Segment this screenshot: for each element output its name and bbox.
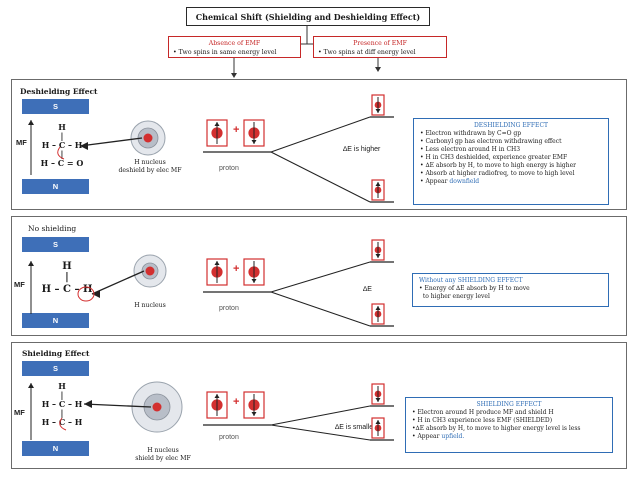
- no-shielding-info-box: Without any SHIELDING EFFECT • Energy of…: [412, 273, 609, 307]
- molecule-ch3-cho: H | H – C – H | H – C = O: [36, 122, 88, 169]
- upfield-highlight: upfield.: [441, 433, 465, 440]
- delta-e-label: ∆E is smaller: [335, 424, 376, 431]
- molecule-line: H: [58, 381, 66, 391]
- molecule-line: |: [65, 272, 69, 283]
- info-bullet: • ∆E absorb by H, to move to high energy…: [420, 162, 577, 169]
- deshielding-title: Deshielding Effect: [20, 87, 98, 96]
- mf-label: MF: [14, 408, 25, 417]
- info-box-title: SHIELDING EFFECT: [476, 401, 542, 408]
- info-bullet: • Carbonyl gp has electron withdrawing e…: [420, 138, 562, 145]
- info-bullet: • Absorb at higher radiofreq, to move to…: [420, 170, 575, 177]
- deshielding-info-box: DESHIELDING EFFECT • Electron withdrawn …: [413, 118, 609, 205]
- molecule-line: H – C – H: [41, 140, 83, 150]
- info-bullet: • Electron withdrawn by C=O gp: [420, 130, 522, 137]
- molecule-line: H – C – H: [41, 417, 83, 427]
- info-bullet: • Energy of ∆E absorb by H to move: [419, 285, 530, 292]
- molecule-line: |: [60, 408, 64, 418]
- caption-line: deshield by elec MF: [118, 167, 182, 174]
- info-bullet: • Appear upfield.: [412, 433, 606, 441]
- molecule-ch3-ch3: H | H – C – H | H – C – H: [36, 381, 88, 428]
- h-nucleus-caption: H nucleus deshield by elec MF: [115, 159, 185, 175]
- no-shielding-title: No shielding: [28, 224, 77, 233]
- delta-e-label: ∆E is higher: [343, 146, 381, 153]
- delta-e-label: ∆E: [363, 286, 372, 293]
- molecule-no-shield: H | H – C – H: [36, 260, 98, 296]
- proton-label: proton: [219, 434, 239, 441]
- north-pole: N: [22, 179, 89, 194]
- molecule-line: H – C – H: [41, 284, 93, 295]
- h-nucleus-caption: H nucleus: [134, 302, 166, 309]
- molecule-line: |: [60, 149, 64, 159]
- proton-label: proton: [219, 305, 239, 312]
- mf-label: MF: [14, 280, 25, 289]
- mf-label: MF: [16, 138, 27, 147]
- info-box-title: DESHIELDING EFFECT: [473, 122, 549, 129]
- absence-text: • Two spins in same energy level: [173, 49, 277, 56]
- molecule-line: H – C = O: [40, 158, 84, 168]
- info-bullet: •∆E absorb by H, to move to higher energ…: [412, 425, 581, 432]
- bullet-prefix: • Appear: [420, 178, 450, 185]
- molecule-line: H: [62, 261, 72, 272]
- h-nucleus-caption: H nucleus shield by elec MF: [123, 447, 203, 463]
- south-pole: S: [22, 99, 89, 114]
- north-pole: N: [22, 313, 89, 328]
- molecule-line: |: [60, 131, 64, 141]
- bullet-prefix: • Appear: [412, 433, 442, 440]
- info-bullet: • Electron around H produce MF and shiel…: [412, 409, 554, 416]
- south-pole: S: [22, 361, 89, 376]
- downfield-highlight: downfield: [449, 178, 480, 185]
- presence-text: • Two spins at diff energy level: [318, 49, 416, 56]
- molecule-line: H: [58, 122, 66, 132]
- absence-emf-box: Absence of EMF • Two spins in same energ…: [168, 36, 301, 58]
- presence-emf-box: Presence of EMF • Two spins at diff ener…: [313, 36, 447, 58]
- absence-heading: Absence of EMF: [208, 40, 261, 47]
- page-title: Chemical Shift (Shielding and Deshieldin…: [186, 7, 430, 26]
- north-pole: N: [22, 441, 89, 456]
- info-bullet: • Appear downfield: [420, 178, 602, 186]
- info-bullet: • H in CH3 experience less EMF (SHIELDED…: [412, 417, 553, 424]
- caption-line: H nucleus: [147, 447, 179, 454]
- shielding-title: Shielding Effect: [22, 349, 90, 358]
- molecule-line: H – C – H: [41, 399, 83, 409]
- info-bullet: • Less electron around H in CH3: [420, 146, 521, 153]
- info-box-title: Without any SHIELDING EFFECT: [419, 277, 523, 284]
- caption-line: H nucleus: [134, 159, 166, 166]
- proton-label: proton: [219, 165, 239, 172]
- caption-line: shield by elec MF: [135, 455, 191, 462]
- info-bullet: • H in CH3 deshielded, experience greate…: [420, 154, 568, 161]
- molecule-line: |: [60, 390, 64, 400]
- south-pole: S: [22, 237, 89, 252]
- shielding-info-box: SHIELDING EFFECT • Electron around H pro…: [405, 397, 613, 453]
- presence-heading: Presence of EMF: [353, 40, 407, 47]
- info-bullet: to higher energy level: [419, 293, 490, 300]
